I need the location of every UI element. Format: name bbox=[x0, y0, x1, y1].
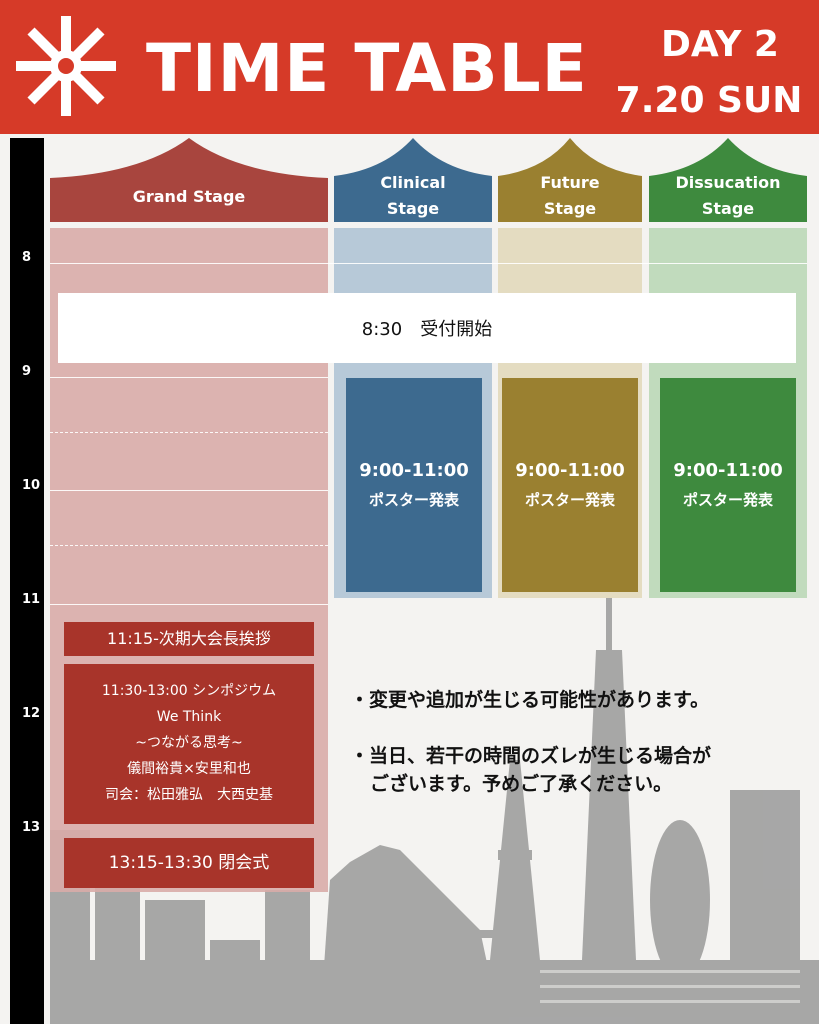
date-label: 7.20 SUN bbox=[615, 80, 803, 121]
symposium-speakers: 儀間裕貴×安里和也 bbox=[127, 761, 251, 777]
poster-time: 9:00-11:00 bbox=[515, 460, 625, 481]
closing-event: 13:15-13:30 閉会式 bbox=[64, 838, 314, 888]
tent-roof-icon bbox=[334, 138, 492, 222]
tent-roof-icon bbox=[498, 138, 642, 222]
time-tick: 10 bbox=[22, 478, 41, 493]
symposium-event: 11:30-13:00 シンポジウム We Think ~つながる思考~ 儀間裕… bbox=[64, 664, 314, 824]
poster-time: 9:00-11:00 bbox=[673, 460, 783, 481]
tent-roof-icon bbox=[50, 138, 328, 222]
reception-banner: 8:30 受付開始 bbox=[58, 293, 796, 363]
future-stage-label-2: Stage bbox=[543, 199, 597, 218]
symposium-time-title: 11:30-13:00 シンポジウム bbox=[101, 683, 277, 699]
future-stage-label-1: Future bbox=[540, 173, 600, 192]
day-label: DAY 2 bbox=[661, 24, 779, 65]
page-title: TIME TABLE bbox=[146, 30, 588, 107]
discussion-stage-label-2: Stage bbox=[701, 199, 755, 218]
greeting-event: 11:15-次期大会長挨拶 bbox=[64, 622, 314, 656]
hour-line bbox=[50, 490, 328, 491]
symposium-title-en: We Think bbox=[156, 709, 222, 725]
time-tick: 9 bbox=[22, 364, 32, 379]
time-tick: 8 bbox=[22, 250, 32, 265]
poster-label: ポスター発表 bbox=[682, 491, 773, 509]
clinical-stage-label-2: Stage bbox=[386, 199, 440, 218]
half-hour-line bbox=[50, 545, 328, 546]
hour-line bbox=[50, 377, 328, 378]
discussion-stage-header: Dissucation Stage bbox=[649, 138, 807, 222]
discussion-stage-label-1: Dissucation bbox=[675, 173, 781, 192]
clinical-stage-header: Clinical Stage bbox=[334, 138, 492, 222]
time-tick: 12 bbox=[22, 706, 41, 721]
header-banner: TIME TABLE DAY 2 7.20 SUN bbox=[0, 0, 819, 134]
hour-line bbox=[50, 604, 328, 605]
time-tick: 11 bbox=[22, 592, 41, 607]
future-poster-block: 9:00-11:00 ポスター発表 bbox=[502, 378, 638, 592]
note-line: ・変更や追加が生じる可能性があります。 bbox=[350, 689, 710, 711]
asterisk-logo-icon bbox=[16, 16, 116, 116]
half-hour-line bbox=[50, 432, 328, 433]
future-stage-header: Future Stage bbox=[498, 138, 642, 222]
note-line: ・当日、若干の時間のズレが生じる場合が bbox=[350, 745, 712, 767]
poster-time: 9:00-11:00 bbox=[359, 460, 469, 481]
discussion-poster-block: 9:00-11:00 ポスター発表 bbox=[660, 378, 796, 592]
note-line: ございます。予めご了承ください。 bbox=[370, 773, 673, 795]
grand-stage-label: Grand Stage bbox=[132, 187, 246, 206]
tent-roof-icon bbox=[649, 138, 807, 222]
time-tick: 13 bbox=[22, 820, 41, 835]
symposium-subtitle: ~つながる思考~ bbox=[135, 735, 243, 751]
symposium-moderators: 司会：松田雅弘 大西史基 bbox=[105, 787, 273, 803]
time-axis-bar bbox=[10, 138, 44, 1024]
poster-label: ポスター発表 bbox=[368, 491, 459, 509]
clinical-stage-label-1: Clinical bbox=[380, 173, 446, 192]
grand-stage-header: Grand Stage bbox=[50, 138, 328, 222]
hour-line bbox=[50, 263, 807, 264]
poster-label: ポスター発表 bbox=[524, 491, 615, 509]
notes-section: ・変更や追加が生じる可能性があります。 ・当日、若干の時間のズレが生じる場合が … bbox=[350, 686, 711, 798]
clinical-poster-block: 9:00-11:00 ポスター発表 bbox=[346, 378, 482, 592]
